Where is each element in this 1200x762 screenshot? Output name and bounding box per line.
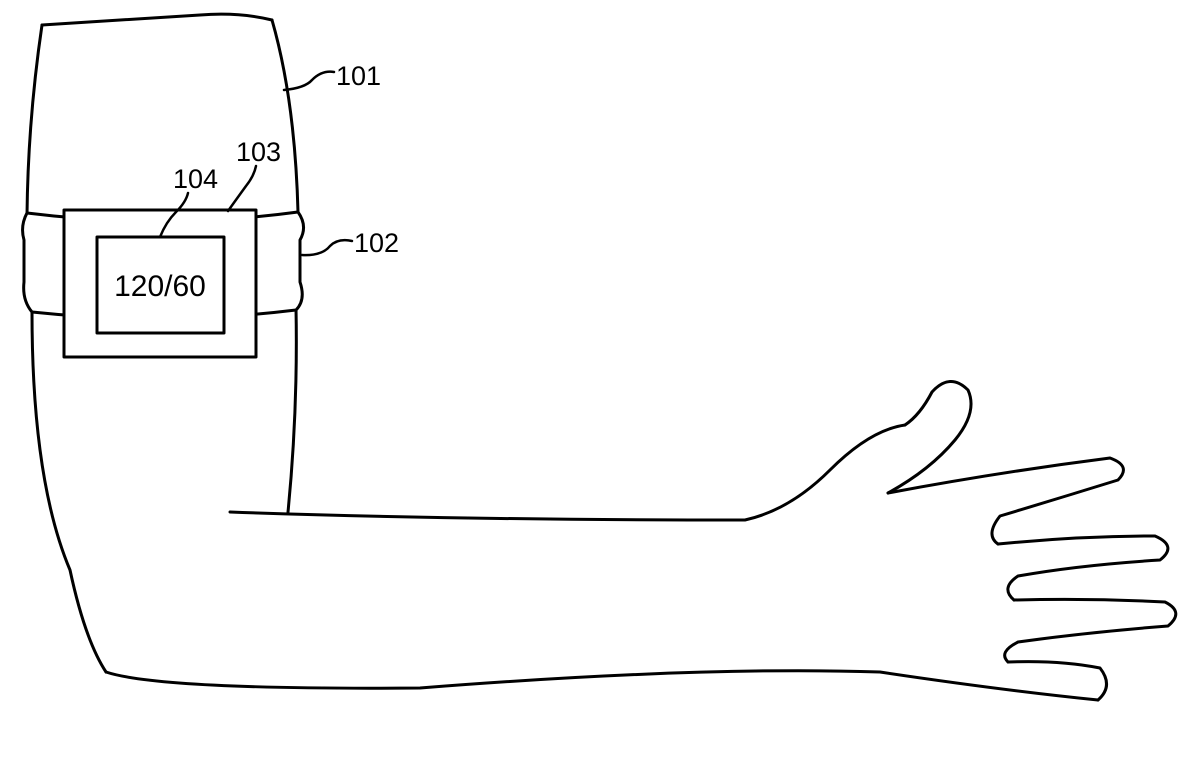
forearm-bottom-edge <box>104 669 1100 702</box>
reference-101: 101 <box>282 61 381 92</box>
ref-label-102: 102 <box>354 228 399 258</box>
forearm <box>104 423 1100 702</box>
reference-102: 102 <box>300 228 399 258</box>
forearm-top-edge <box>228 423 907 522</box>
ref-label-103: 103 <box>236 137 281 167</box>
blood-pressure-readout: 120/60 <box>114 270 206 303</box>
ring-finger <box>1003 597 1178 664</box>
upper-arm-right-lower-edge <box>286 306 298 514</box>
ref-label-104: 104 <box>173 164 218 194</box>
upper-arm-left-lower-edge <box>30 310 108 674</box>
reference-103: 103 <box>226 137 281 213</box>
thumb <box>886 380 973 495</box>
leader-line-102 <box>300 238 354 257</box>
index-finger <box>886 456 1125 546</box>
leader-line-103 <box>226 164 258 213</box>
leader-line-104 <box>158 191 190 239</box>
reference-104: 104 <box>158 164 218 239</box>
upper-arm <box>25 12 300 674</box>
display: 120/60 <box>95 235 226 335</box>
ref-label-101: 101 <box>336 61 381 91</box>
display-screen <box>95 235 226 335</box>
upper-arm-right-edge <box>270 18 300 214</box>
little-finger <box>1006 660 1108 702</box>
middle-finger <box>996 534 1170 602</box>
upper-arm-left-edge <box>25 23 44 217</box>
leader-line-101 <box>282 70 336 92</box>
upper-arm-top-edge <box>40 12 274 27</box>
hand <box>886 380 1178 702</box>
